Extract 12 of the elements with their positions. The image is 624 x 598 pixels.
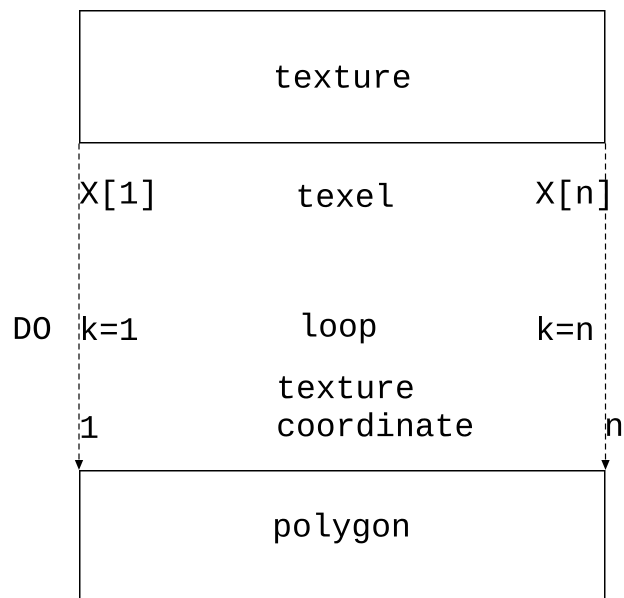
text-label: X[1] [80, 180, 152, 210]
text-label: X[n] [536, 180, 608, 210]
process-box: texture [79, 10, 606, 144]
text-label: texture coordinate [278, 376, 472, 437]
text-label: k=1 [83, 316, 137, 340]
text-label: DO [14, 316, 50, 340]
text-label: 1 [82, 416, 98, 438]
text-label: texel [298, 182, 393, 208]
text-label: n [607, 418, 622, 436]
process-box: polygon [79, 470, 606, 598]
text-label: loop [302, 312, 376, 344]
text-label: k=n [539, 316, 592, 340]
